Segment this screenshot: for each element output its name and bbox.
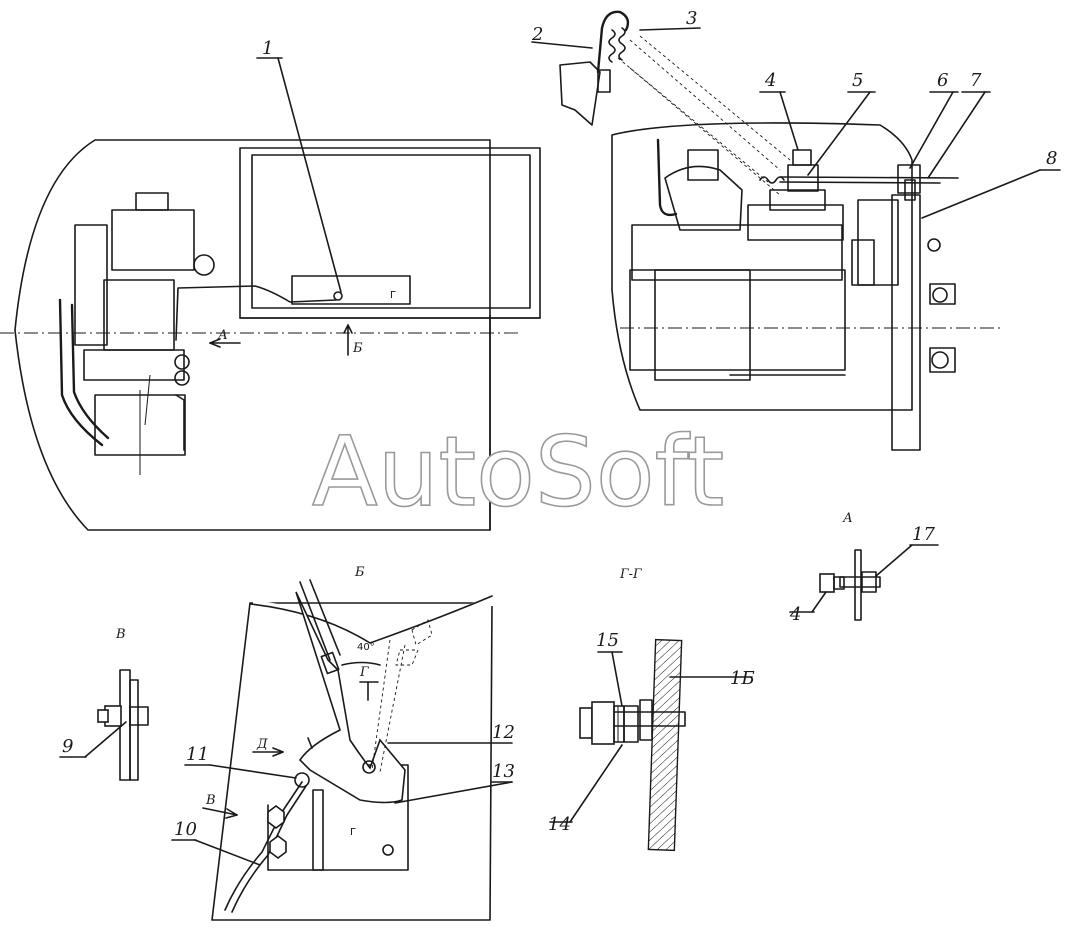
callouts: 1 2 3 4 5 6 7 8 9 10 11 12 13 14 15 1Б 1… [62,8,1057,840]
g-mark: Г [359,665,369,680]
callout-7: 7 [970,70,982,91]
view-gg [549,638,753,852]
lever-plate [891,194,921,451]
callout-11: 11 [186,744,209,765]
section-v-title: В [115,627,126,642]
section-b-title: Б [354,565,365,580]
leader-1 [277,57,342,293]
top-right-view [531,10,1061,451]
callout-14: 14 [548,814,571,835]
arrow-b-label: Б [352,341,363,356]
callout-13: 13 [492,761,515,782]
section-gg-title: Г-Г [619,567,642,582]
watermark: AutoSoft [312,416,724,528]
cab-outline [14,139,491,531]
section-titles: А Б В Г-Г [115,511,853,642]
main-view: Г А Б [0,57,541,531]
callout-5: 5 [852,70,863,91]
angle-label: 40° [357,642,375,653]
plate-mark: Г [350,827,356,838]
cable [175,285,337,341]
arrow-v-label: В [205,793,216,808]
view-v [59,669,149,781]
callout-1: 1 [262,38,273,59]
arrow-a-label: А [217,328,228,343]
callout-17: 17 [912,524,935,545]
section-a-title: А [842,511,853,526]
callout-3: 3 [686,8,697,29]
view-a [789,544,939,621]
callout-2: 2 [531,24,543,45]
callout-4: 4 [764,70,776,91]
bracket-plate [291,275,411,305]
callout-16: 1Б [730,668,755,689]
callout-9: 9 [62,736,73,757]
arrow-d-label: Д [256,737,268,752]
callout-15: 15 [596,630,619,651]
callout-8: 8 [1046,148,1057,169]
callout-4-view-a: 4 [789,604,801,625]
view-b: Г 40° Г Д В [171,579,513,921]
callout-10: 10 [174,819,197,840]
bracket-mark: Г [390,290,396,301]
callout-12: 12 [492,722,515,743]
callout-6: 6 [937,70,948,91]
